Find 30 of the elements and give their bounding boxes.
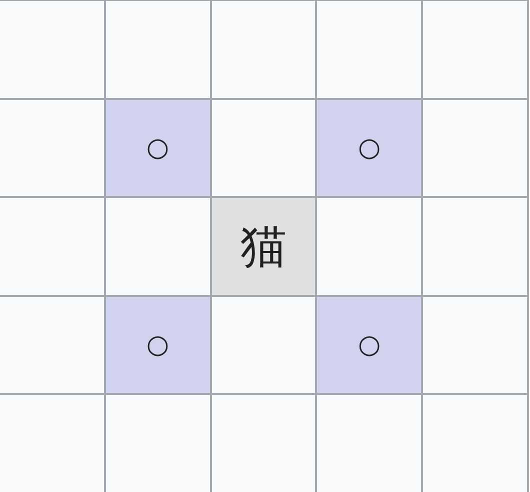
piece-square	[210, 196, 318, 297]
highlighted-square	[315, 98, 424, 198]
board-square	[421, 98, 529, 198]
board-square	[0, 393, 106, 492]
board-square	[0, 0, 106, 100]
board-square	[0, 294, 106, 396]
board-square	[210, 393, 318, 492]
board-square	[315, 196, 424, 297]
move-marker: ○	[146, 332, 170, 358]
board-square	[315, 0, 424, 100]
board-square	[210, 98, 318, 198]
board-square	[104, 0, 212, 100]
board-square	[421, 294, 529, 396]
board-square	[0, 196, 106, 297]
move-marker: ○	[358, 332, 381, 358]
board-square	[421, 0, 529, 100]
board-square	[104, 393, 212, 492]
highlighted-square	[104, 294, 212, 396]
move-marker: ○	[146, 134, 170, 161]
highlighted-square	[315, 294, 424, 396]
board-square	[210, 294, 318, 396]
board-square	[210, 0, 318, 100]
board-square	[0, 98, 106, 198]
board-square	[421, 196, 529, 297]
board-square	[421, 393, 529, 492]
move-marker: ○	[358, 134, 381, 161]
piece-name: 猫	[240, 223, 286, 270]
highlighted-square	[104, 98, 212, 198]
board-square	[104, 196, 212, 297]
board-square	[315, 393, 424, 492]
